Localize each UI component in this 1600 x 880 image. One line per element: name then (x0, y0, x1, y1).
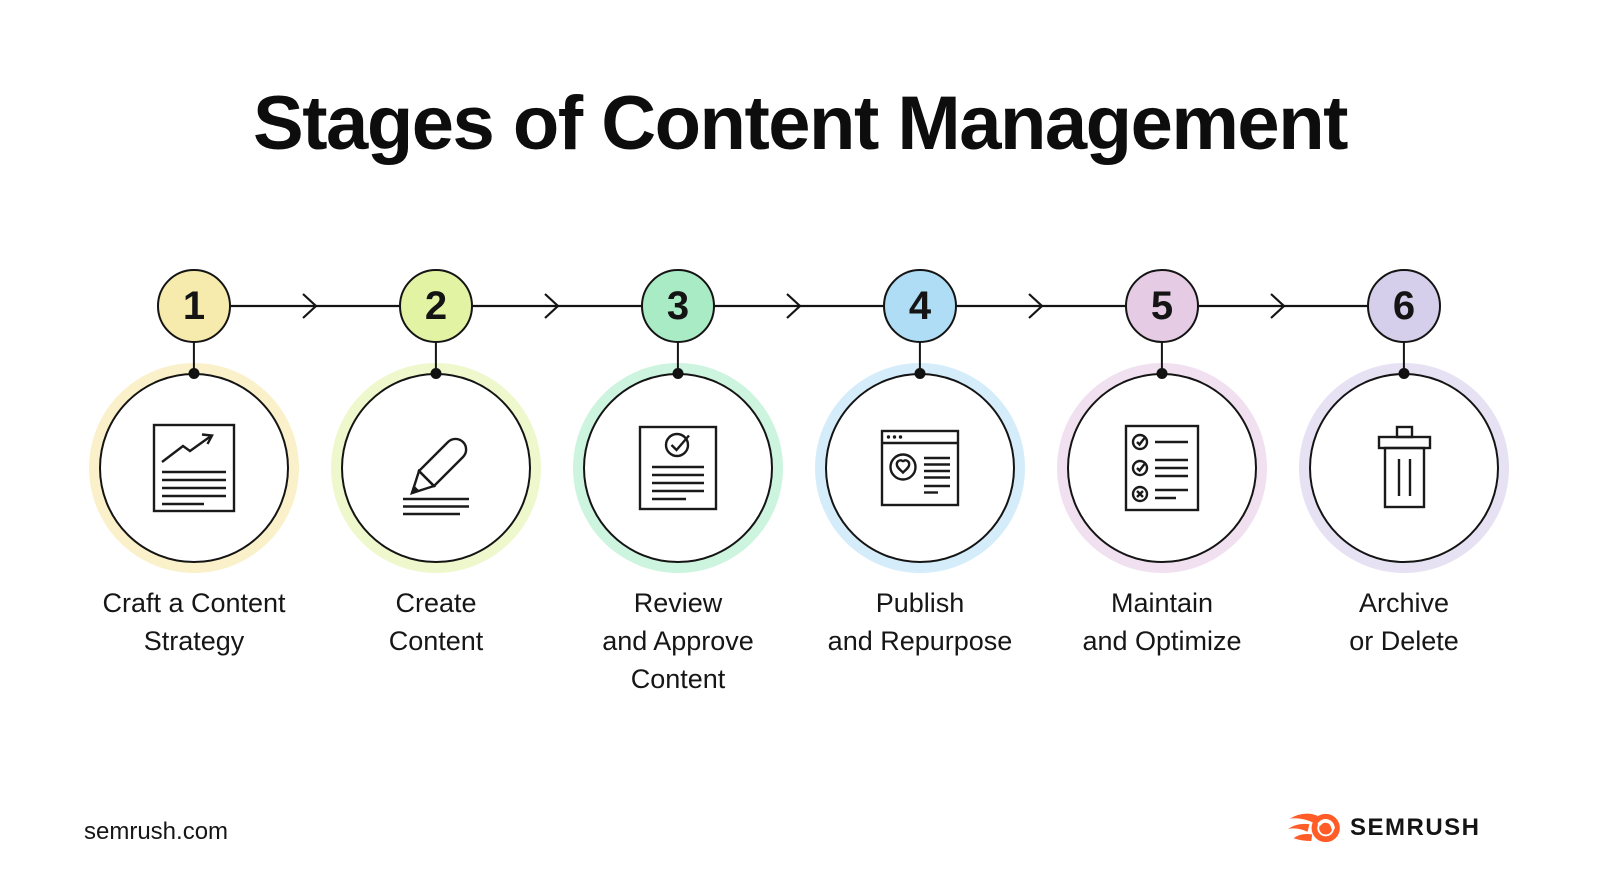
stage-number-circle: 2 (399, 269, 473, 343)
stage-label-line: Content (630, 664, 726, 694)
stage-label: Publish and Repurpose (800, 584, 1040, 660)
stage-number: 1 (182, 284, 206, 328)
stage-icon-circle (815, 363, 1025, 573)
stage-icon-circle (331, 363, 541, 573)
stage-number-circle: 3 (641, 269, 715, 343)
arrowhead-icon (786, 293, 802, 319)
checklist-icon (1124, 424, 1200, 512)
connector-stub (918, 341, 922, 375)
stage-label-line: and Approve (602, 626, 754, 656)
stage-label-line: or Delete (1349, 626, 1459, 656)
stage-number-circle: 5 (1125, 269, 1199, 343)
brand-wordmark: SEMRUSH (1350, 814, 1481, 841)
stage-number-circle: 6 (1367, 269, 1441, 343)
stage-circle (1309, 373, 1499, 563)
stage-number: 3 (666, 284, 690, 328)
pencil-icon (403, 437, 469, 516)
stage-label-line: Maintain (1110, 588, 1214, 618)
connector-stub (1160, 341, 1164, 375)
stage-label-line: and Repurpose (827, 626, 1013, 656)
connector-stub (434, 341, 438, 375)
stage-label-line: Publish (875, 588, 965, 618)
arrowhead-icon (1028, 293, 1044, 319)
browser-heart-icon (880, 429, 960, 507)
page-title: Stages of Content Management (253, 81, 1348, 166)
connector-stub (192, 341, 196, 375)
brand-logo: SEMRUSH (1288, 810, 1481, 846)
semrush-flame-icon (1288, 813, 1340, 843)
stage-icon-circle (573, 363, 783, 573)
stage-icon-slot (1309, 373, 1499, 563)
stage-number: 6 (1392, 284, 1416, 328)
stage-label-line: and Optimize (1082, 626, 1242, 656)
stage-label: Archive or Delete (1284, 584, 1524, 660)
connector-stub (676, 341, 680, 375)
chart-document-icon (152, 423, 236, 513)
stage-label-line: Strategy (143, 626, 245, 656)
stage-icon-slot (825, 373, 1015, 563)
stage-number-circle: 1 (157, 269, 231, 343)
stage-icon-slot (99, 373, 289, 563)
stage-label-line: Craft a Content (102, 588, 286, 618)
stage-icon-slot (341, 373, 531, 563)
stage-number: 5 (1150, 284, 1174, 328)
stage-label-line: Review (633, 588, 723, 618)
arrowhead-icon (544, 293, 560, 319)
stage-icon-circle (1057, 363, 1267, 573)
stage-label-line: Content (388, 626, 484, 656)
arrowhead-icon (302, 293, 318, 319)
stage-label: Maintain and Optimize (1042, 584, 1282, 660)
footer-website-text: semrush.com (84, 818, 229, 845)
stage-icon-circle (89, 363, 299, 573)
stage-number-circle: 4 (883, 269, 957, 343)
stage-icon-slot (583, 373, 773, 563)
stage-icon-slot (1067, 373, 1257, 563)
connector-stub (1402, 341, 1406, 375)
stage-icon-circle (1299, 363, 1509, 573)
trash-icon (1377, 425, 1432, 509)
arrowhead-icon (1270, 293, 1286, 319)
stage-label-line: Create (395, 588, 477, 618)
stage-circle (341, 373, 531, 563)
stage-number: 4 (908, 284, 932, 328)
approved-document-icon (638, 425, 718, 511)
stage-label-line: Archive (1358, 588, 1450, 618)
stage-number: 2 (424, 284, 448, 328)
